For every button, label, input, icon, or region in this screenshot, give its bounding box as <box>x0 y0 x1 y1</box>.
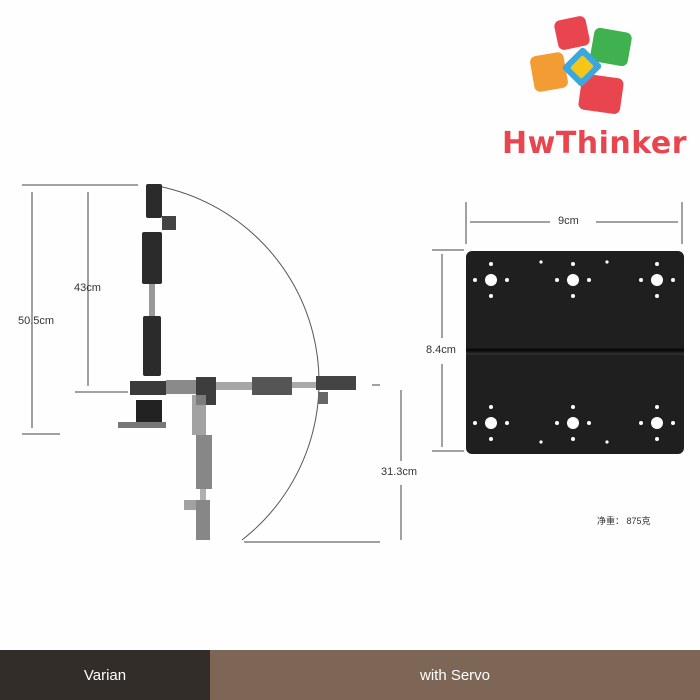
base-plate <box>466 251 684 454</box>
servo-down <box>196 435 212 489</box>
variant-tab[interactable]: Varian <box>0 650 210 700</box>
small-holes <box>473 260 675 444</box>
mount-hole <box>485 274 497 286</box>
footer-bar: Varian with Servo <box>0 650 700 700</box>
sweep-arc <box>151 184 320 541</box>
mount-hole <box>485 417 497 429</box>
gripper-top <box>146 184 162 218</box>
mount-hole <box>567 274 579 286</box>
down-gripper-tab <box>184 500 196 510</box>
mount-hole <box>651 417 663 429</box>
gripper-side <box>162 216 176 230</box>
net-weight-label: 净重： 875克 <box>597 516 651 526</box>
mount-hole <box>651 274 663 286</box>
horizontal-gripper <box>316 376 356 390</box>
upper-height-label: 43cm <box>74 282 101 294</box>
down-bracket <box>192 395 206 435</box>
total-height-label: 50.5cm <box>18 315 55 327</box>
plate-dimensions <box>432 202 683 452</box>
shoulder-bracket <box>130 381 166 395</box>
reach-label: 31.3cm <box>381 466 418 478</box>
reach-dimension <box>400 390 402 540</box>
link-upper <box>149 284 155 316</box>
base-foot <box>118 422 166 428</box>
arm-diagram <box>22 184 380 543</box>
brand-name: HwThinker <box>502 126 688 161</box>
down-gripper <box>196 500 210 540</box>
option-tab-label: with Servo <box>419 666 491 684</box>
servo-middle <box>143 316 161 376</box>
horizontal-link <box>216 382 254 390</box>
mount-hole <box>567 417 579 429</box>
product-image: HwThinker <box>18 16 688 543</box>
horizontal-gripper-tab <box>318 392 328 404</box>
down-link <box>200 489 206 505</box>
option-tab[interactable]: with Servo <box>210 650 700 700</box>
horizontal-link-2 <box>292 382 316 388</box>
plate-height-label: 8.4cm <box>426 344 456 356</box>
brand-logo-icon <box>530 16 632 114</box>
base-servo <box>136 400 162 422</box>
servo-horizontal <box>252 377 292 395</box>
plate-width-label: 9cm <box>558 215 579 227</box>
variant-tab-label: Varian <box>83 666 127 684</box>
servo-upper <box>142 232 162 284</box>
